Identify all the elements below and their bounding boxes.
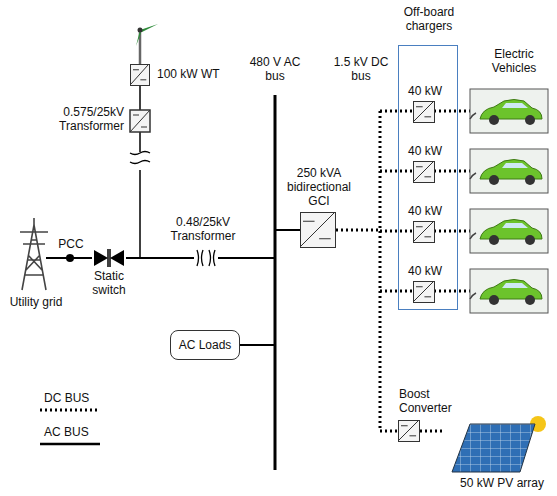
charger-group: Off-board chargers40 kW40 kW40 kW40 kW [398,45,458,310]
converter-box: 40 kW [413,161,435,183]
node-label: 40 kW [400,265,450,279]
converter-symbol [414,102,433,121]
converter-box: 40 kW [413,281,435,303]
converter-box: 250 kVA bidirectional GCI [300,212,336,248]
node-label: AC Loads [179,338,232,352]
converter-box: 100 kW WT [130,64,150,86]
node-label: 40 kW [400,85,450,99]
load-box: AC Loads [170,330,240,360]
part-label: 0.48/25kV Transformer [168,216,238,244]
node-label: 100 kW WT [157,68,237,82]
converter-box: 40 kW [413,221,435,243]
part-label: Electric Vehicles [478,48,550,76]
converter-symbol [414,282,433,301]
part-label: PCC [56,238,86,252]
legend-text: DC BUS [44,392,89,406]
part-label: 1.5 kV DC bus [330,56,392,84]
part-label: 0.575/25kV Transformer [40,106,124,134]
node-label: 250 kVA bidirectional GCI [287,167,351,208]
legend-text: AC BUS [44,426,89,440]
part-label: Utility grid [6,296,66,310]
converter-symbol [131,65,148,84]
converter-symbol [414,162,433,181]
node-label: 40 kW [400,145,450,159]
node-label: 40 kW [400,205,450,219]
converter-symbol [399,421,418,440]
converter-box: Boost Converter [398,420,420,442]
node-label: Boost Converter [399,388,469,416]
part-label: Static switch [78,270,140,298]
part-label: 50 kW PV array [452,477,552,491]
converter-box: 40 kW [413,101,435,123]
node-label: Off-board chargers [394,6,464,34]
converter-symbol [301,213,334,246]
part-label: 480 V AC bus [243,56,307,84]
converter-symbol [414,222,433,241]
